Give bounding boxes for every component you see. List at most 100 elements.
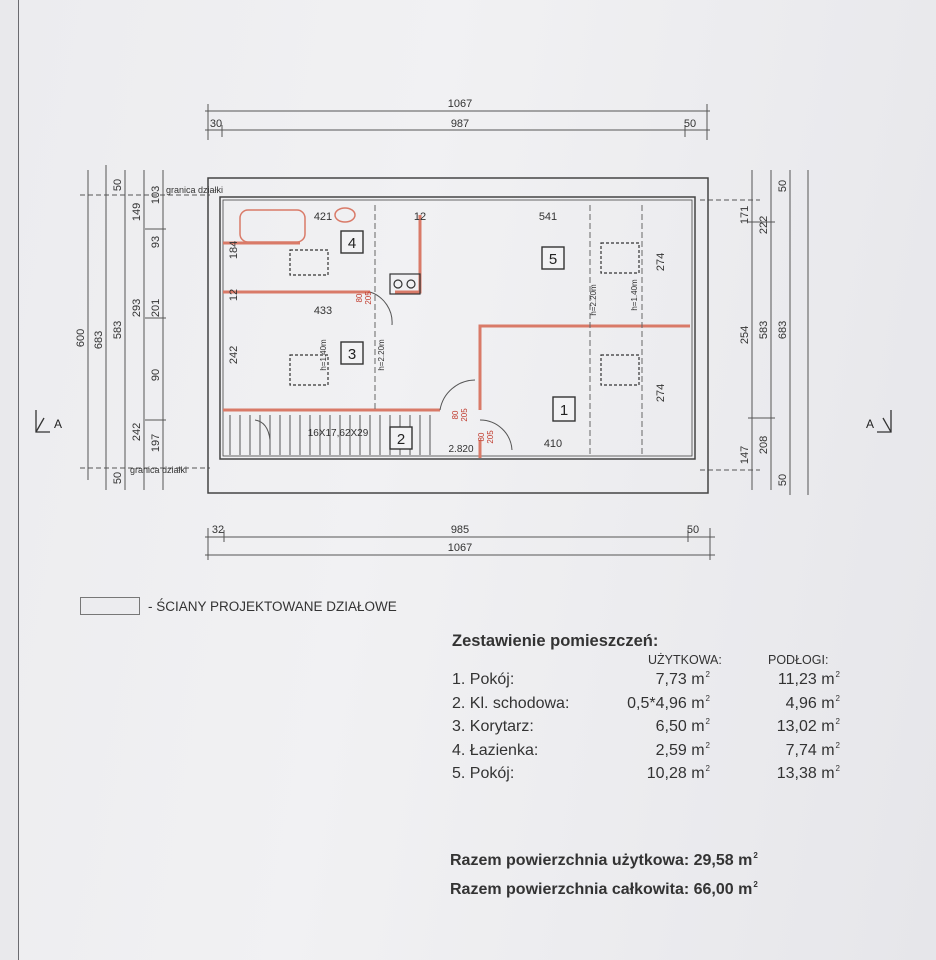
room-number-5: 5 bbox=[549, 251, 557, 268]
room-util-area: 2,59 m2 bbox=[655, 740, 710, 760]
room-3-box bbox=[340, 341, 364, 365]
height-label-a: h=2.20m bbox=[377, 339, 386, 371]
door-swing-3 bbox=[369, 291, 393, 326]
unit-sup: 2 bbox=[835, 717, 840, 726]
unit-sup: 2 bbox=[835, 670, 840, 679]
summary-row: 1. Pokój: 7,73 m2 11,23 m2 bbox=[452, 669, 852, 693]
section-label-right: A bbox=[866, 417, 874, 431]
room-util-value: 2,59 m bbox=[655, 741, 705, 759]
dim-bottom-right-offset: 50 bbox=[687, 524, 699, 536]
dim-274b: 274 bbox=[655, 384, 667, 402]
dim-2820: 2.820 bbox=[448, 444, 473, 455]
unit-sup: 2 bbox=[705, 693, 710, 703]
unit-sup: 2 bbox=[705, 764, 710, 773]
summary-row: 5. Pokój: 10,28 m2 13,38 m2 bbox=[452, 763, 852, 787]
unit-sup: 2 bbox=[705, 740, 710, 750]
dim-bottom-left-offset: 32 bbox=[212, 524, 224, 536]
boundary-label-top: granica działki bbox=[166, 185, 223, 195]
room-util-value: 0,5*4,96 m bbox=[627, 694, 705, 712]
room-4-box bbox=[340, 230, 364, 254]
dim-12a: 12 bbox=[414, 211, 426, 223]
col-header-floor: PODŁOGI: bbox=[768, 653, 829, 667]
dim-left-50a: 50 bbox=[112, 179, 124, 191]
door-swing-2 bbox=[479, 419, 513, 451]
room-number-1: 1 bbox=[560, 402, 568, 419]
legend: - ŚCIANY PROJEKTOWANE DZIAŁOWE bbox=[80, 597, 397, 615]
dim-12b: 12 bbox=[228, 289, 240, 301]
unit-sup: 2 bbox=[705, 717, 710, 726]
legend-swatch bbox=[80, 597, 140, 615]
total-overall-text: Razem powierzchnia całkowita: 66,00 m bbox=[450, 881, 753, 898]
roof-window-4 bbox=[289, 249, 329, 276]
room-number-4: 4 bbox=[348, 235, 356, 252]
dim-184: 184 bbox=[228, 241, 240, 259]
summary-heading: Zestawienie pomieszczeń: bbox=[452, 632, 659, 650]
unit-sup: 2 bbox=[835, 693, 840, 703]
door-label-b-width: 80 bbox=[451, 410, 460, 419]
dim-242: 242 bbox=[228, 346, 240, 364]
dim-410: 410 bbox=[544, 438, 562, 450]
stove bbox=[389, 273, 421, 295]
unit-sup: 2 bbox=[753, 880, 758, 889]
building-outline bbox=[207, 177, 709, 494]
roof-window-1 bbox=[600, 354, 640, 386]
room-util-value: 10,28 m bbox=[646, 765, 705, 782]
dim-left-197: 197 bbox=[150, 434, 162, 452]
dim-left-600: 600 bbox=[75, 329, 87, 347]
dim-right-171: 171 bbox=[739, 206, 751, 224]
summary-column-headers: UŻYTKOWA: PODŁOGI: bbox=[452, 653, 852, 669]
room-2-box bbox=[389, 426, 413, 450]
area-totals: Razem powierzchnia użytkowa: 29,58 m2 Ra… bbox=[450, 851, 758, 910]
summary-row: 4. Łazienka: 2,59 m2 7,74 m2 bbox=[452, 740, 852, 764]
room-floor-area: 7,74 m2 bbox=[786, 740, 840, 760]
room-floor-value: 13,02 m bbox=[776, 718, 835, 735]
section-label-left: A bbox=[54, 417, 62, 431]
dim-left-683: 683 bbox=[93, 331, 105, 349]
room-util-value: 7,73 m bbox=[655, 671, 705, 688]
dim-right-254: 254 bbox=[739, 326, 751, 344]
room-util-value: 6,50 m bbox=[655, 718, 705, 735]
floor-plan: 4 5 3 1 2 1067 30 987 50 32 985 50 1067 … bbox=[35, 98, 892, 560]
roof-window-5 bbox=[600, 242, 640, 274]
designed-partitions bbox=[223, 215, 690, 458]
door-label-a-height: 205 bbox=[364, 291, 373, 305]
room-floor-area: 13,02 m2 bbox=[776, 717, 840, 736]
dim-right-683: 683 bbox=[777, 321, 789, 339]
room-floor-area: 13,38 m2 bbox=[777, 764, 840, 783]
room-name: 4. Łazienka: bbox=[452, 741, 539, 759]
dim-433: 433 bbox=[314, 305, 332, 317]
dim-bottom-inner: 985 bbox=[451, 524, 469, 536]
unit-sup: 2 bbox=[835, 740, 840, 750]
room-1-box bbox=[552, 396, 576, 422]
dim-274a: 274 bbox=[655, 253, 667, 271]
dim-left-293: 293 bbox=[131, 299, 143, 317]
dim-right-208: 208 bbox=[758, 436, 770, 454]
room-summary: Zestawienie pomieszczeń: UŻYTKOWA: PODŁO… bbox=[452, 632, 852, 787]
dim-left-93: 93 bbox=[150, 236, 162, 248]
unit-sup: 2 bbox=[835, 764, 840, 773]
door-label-b-height: 205 bbox=[460, 408, 469, 422]
height-label-b: h=2.20m bbox=[589, 284, 598, 316]
dim-right-50b: 50 bbox=[777, 474, 789, 486]
room-number-3: 3 bbox=[348, 346, 356, 363]
room-floor-area: 4,96 m2 bbox=[785, 693, 840, 713]
summary-row: 3. Korytarz: 6,50 m2 13,02 m2 bbox=[452, 716, 852, 740]
drawing-sheet bbox=[18, 0, 936, 960]
room-util-area: 0,5*4,96 m2 bbox=[627, 693, 710, 713]
room-name: 2. Kl. schodowa: bbox=[452, 694, 570, 712]
dim-top-inner: 987 bbox=[451, 118, 469, 130]
dim-top-right-offset: 50 bbox=[684, 118, 696, 130]
roof-window-3 bbox=[289, 354, 329, 386]
dim-421: 421 bbox=[314, 211, 332, 223]
room-floor-value: 4,96 m bbox=[785, 694, 835, 712]
total-usable-area: Razem powierzchnia użytkowa: 29,58 m2 bbox=[450, 851, 758, 881]
dim-left-149: 149 bbox=[131, 203, 143, 221]
dim-left-242: 242 bbox=[131, 423, 143, 441]
unit-sup: 2 bbox=[753, 851, 758, 860]
door-label-c-width: 80 bbox=[477, 432, 486, 441]
dim-top-left-offset: 30 bbox=[210, 118, 222, 130]
height-label-c: h=1.40m bbox=[630, 279, 639, 311]
stairs-label: 16X17,62X29 bbox=[308, 428, 369, 439]
dim-bottom-overall: 1067 bbox=[448, 542, 472, 554]
room-name: 3. Korytarz: bbox=[452, 718, 534, 735]
